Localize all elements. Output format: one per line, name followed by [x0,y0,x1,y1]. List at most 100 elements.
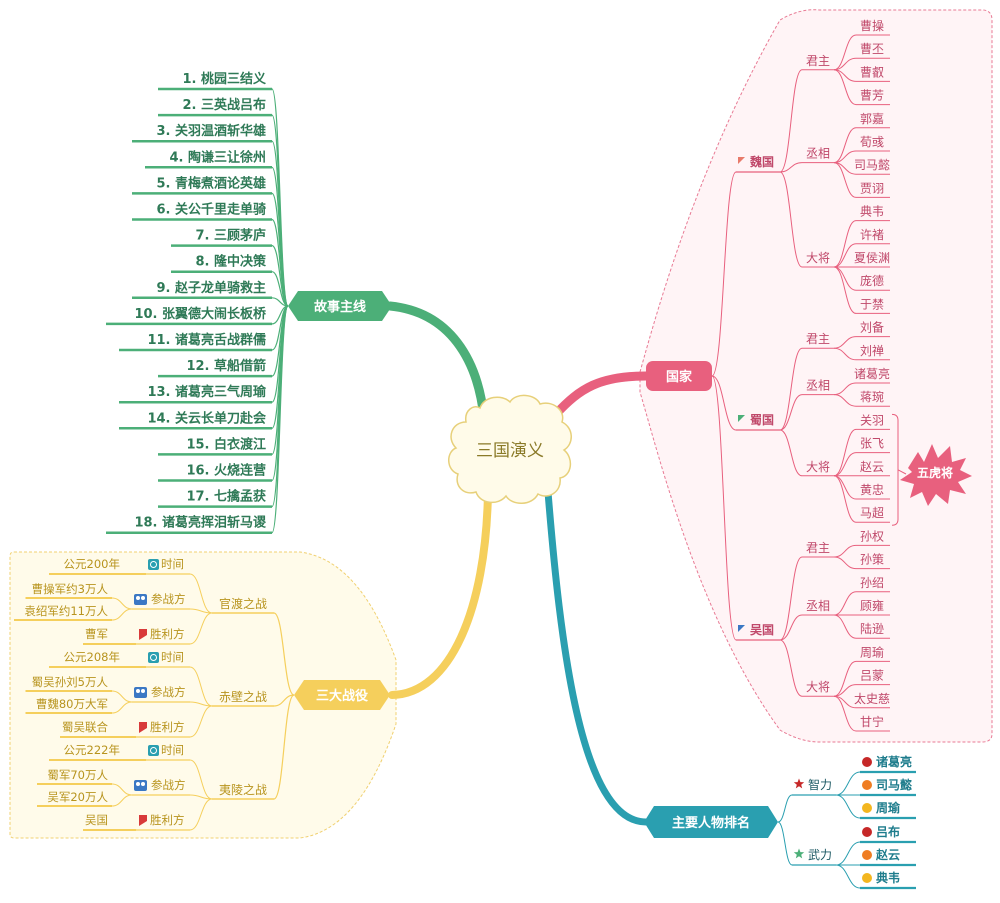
rank-person[interactable]: 诸葛亮 [860,754,916,774]
role-node[interactable]: 丞相 [802,379,834,396]
role-node[interactable]: 大将 [802,251,834,268]
rank-person[interactable]: 典韦 [860,870,916,890]
story-item[interactable]: 11. 诸葛亮舌战群儒 [119,332,272,352]
battle-side-value[interactable]: 袁绍军约11万人 [14,604,112,621]
story-item[interactable]: 12. 草船借箭 [158,358,272,378]
person-node[interactable]: 陆逊 [856,621,890,639]
battle-cat-time[interactable]: 时间 [146,650,190,668]
story-item[interactable]: 14. 关云长单刀赴会 [119,410,272,430]
country-node[interactable]: 吴国 [736,623,780,641]
rank-group[interactable]: 智力 [792,777,836,796]
five-tigers-badge[interactable]: 五虎将 [900,444,972,506]
rank-person[interactable]: 赵云 [860,847,916,867]
battle-winner-value[interactable]: 吴国 [83,813,136,831]
battle-node[interactable]: 赤壁之战 [212,689,274,707]
person-node[interactable]: 刘备 [856,321,890,338]
rank-person[interactable]: 司马懿 [860,777,916,797]
story-item[interactable]: 17. 七擒孟获 [158,489,272,508]
country-node[interactable]: 魏国 [736,154,780,173]
person-node[interactable]: 甘宁 [856,714,890,732]
battle-node[interactable]: 夷陵之战 [212,782,274,800]
connector [189,759,213,800]
battle-cat-sides[interactable]: 参战方 [132,778,190,796]
battle-time-value[interactable]: 公元222年 [49,743,146,761]
story-item[interactable]: 3. 关羽温酒斩华雄 [132,123,272,143]
story-item[interactable]: 7. 三顾茅庐 [171,228,272,247]
battle-winner-value[interactable]: 蜀吴联合 [60,720,136,738]
battle-node[interactable]: 官渡之战 [212,596,274,614]
person-node[interactable]: 许褚 [856,228,890,245]
battle-cat-winner[interactable]: 胜利方 [136,813,190,831]
story-item[interactable]: 16. 火烧连营 [158,463,272,482]
battle-side-value[interactable]: 蜀吴孙刘5万人 [25,675,113,692]
person-node[interactable]: 曹丕 [856,42,890,59]
story-item[interactable]: 4. 陶谦三让徐州 [145,149,272,169]
battle-cat-winner[interactable]: 胜利方 [136,720,190,738]
person-node[interactable]: 孙绍 [856,576,890,593]
story-item[interactable]: 9. 赵子龙单骑救主 [132,280,272,300]
role-node[interactable]: 大将 [802,680,834,697]
battle-cat-time[interactable]: 时间 [146,743,190,761]
person-node[interactable]: 孙策 [856,553,890,570]
person-node[interactable]: 诸葛亮 [854,366,890,384]
rank-person[interactable]: 吕布 [860,824,916,844]
person-node[interactable]: 曹叡 [856,64,890,82]
person-node[interactable]: 吕蒙 [856,669,890,686]
battle-topic[interactable]: 三大战役 [294,680,390,710]
battle-cat-sides[interactable]: 参战方 [132,685,190,703]
person-node[interactable]: 贾诩 [856,181,890,198]
person-node[interactable]: 蒋琬 [856,389,890,407]
person-node[interactable]: 庞德 [856,273,890,291]
role-node[interactable]: 大将 [802,460,834,477]
battle-time-value[interactable]: 公元208年 [49,650,146,668]
story-item[interactable]: 18. 诸葛亮挥泪斩马谡 [106,515,272,534]
role-node[interactable]: 丞相 [802,599,834,616]
person-node[interactable]: 关羽 [856,413,890,430]
person-node[interactable]: 司马懿 [854,157,890,175]
rank-person[interactable]: 周瑜 [860,800,916,820]
person-node[interactable]: 曹芳 [856,89,890,106]
story-item[interactable]: 1. 桃园三结义 [158,71,272,91]
person-node[interactable]: 顾雍 [856,598,890,616]
person-node[interactable]: 孙权 [856,529,890,546]
person-node[interactable]: 黄忠 [856,483,890,500]
battle-cat-winner[interactable]: 胜利方 [136,627,190,645]
person-node[interactable]: 典韦 [856,205,890,222]
battle-cat-sides[interactable]: 参战方 [132,592,190,610]
rank-topic[interactable]: 主要人物排名 [644,806,778,838]
role-node[interactable]: 君主 [802,332,834,349]
battle-cat-time[interactable]: 时间 [146,557,190,575]
person-node[interactable]: 荀彧 [856,135,890,152]
story-item[interactable]: 10. 张翼德大闹长板桥 [106,306,272,326]
battle-side-value[interactable]: 蜀军70万人 [37,768,112,785]
story-item[interactable]: 15. 白衣渡江 [158,436,272,456]
country-node[interactable]: 蜀国 [736,413,780,431]
story-topic[interactable]: 故事主线 [288,291,392,321]
role-node[interactable]: 丞相 [802,147,834,164]
role-node[interactable]: 君主 [802,54,834,71]
person-node[interactable]: 周瑜 [856,644,890,662]
battle-side-value[interactable]: 曹操军约3万人 [25,582,113,599]
role-node[interactable]: 君主 [802,541,834,558]
battle-time-value[interactable]: 公元200年 [49,557,146,575]
person-node[interactable]: 赵云 [856,460,890,477]
story-item[interactable]: 8. 隆中决策 [171,254,272,273]
story-item[interactable]: 13. 诸葛亮三气周瑜 [119,384,272,404]
central-topic[interactable]: 三国演义 [448,394,572,504]
person-node[interactable]: 张飞 [856,437,890,454]
person-node[interactable]: 太史慈 [854,691,890,709]
person-node[interactable]: 刘禅 [856,344,890,361]
person-node[interactable]: 曹操 [856,18,890,36]
story-item[interactable]: 6. 关公千里走单骑 [132,202,272,221]
battle-side-value[interactable]: 曹魏80万大军 [25,697,113,714]
country-topic[interactable]: 国家 [646,361,712,391]
battle-side-value[interactable]: 吴军20万人 [37,790,112,807]
person-node[interactable]: 夏侯渊 [854,251,890,268]
person-node[interactable]: 于禁 [856,297,890,314]
rank-group[interactable]: 武力 [792,848,836,866]
story-item[interactable]: 5. 青梅煮酒论英雄 [132,175,272,195]
story-item[interactable]: 2. 三英战吕布 [158,97,272,117]
person-node[interactable]: 马超 [856,505,890,523]
battle-winner-value[interactable]: 曹军 [83,627,136,645]
person-node[interactable]: 郭嘉 [856,112,890,129]
